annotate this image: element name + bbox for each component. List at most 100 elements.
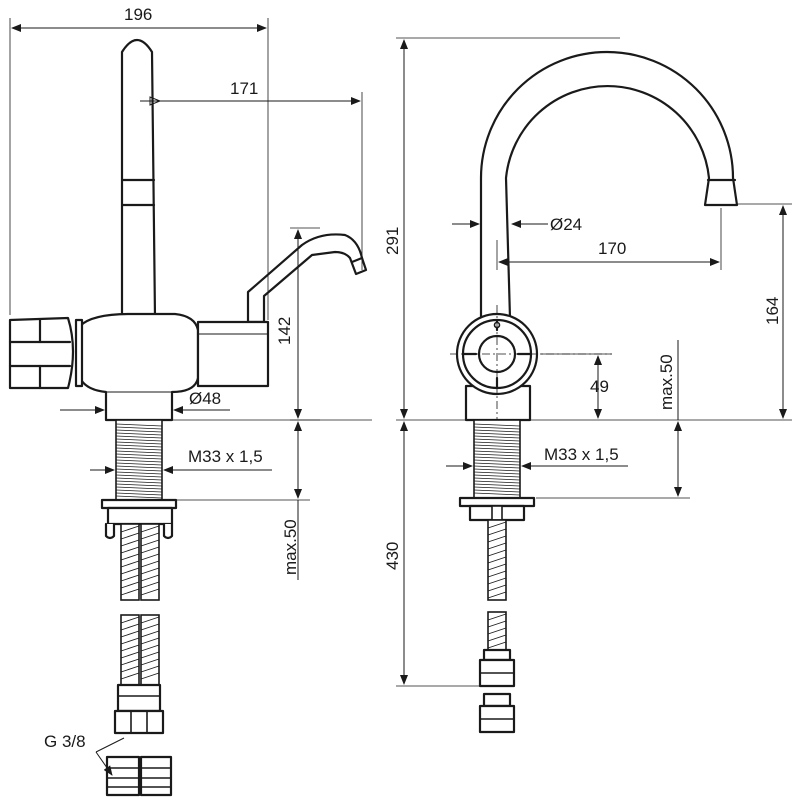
thread-line [473, 429, 521, 433]
hose-braid-line [487, 591, 507, 599]
hose-braid-line [120, 665, 140, 673]
hose-braid-line [140, 658, 160, 666]
thread-line [115, 471, 163, 475]
thread-line [115, 450, 163, 454]
hose-braid-line [120, 539, 140, 547]
dim-g38: G 3/8 [44, 732, 86, 751]
dim-430: 430 [383, 542, 402, 570]
thread-line [115, 465, 163, 469]
side-dimensions [9, 18, 372, 776]
hose-braid-line [487, 634, 507, 642]
hose-braid-line [140, 567, 160, 575]
hose-braid-line [140, 630, 160, 638]
hose-braid-line [120, 546, 140, 554]
hose-braid-line [120, 637, 140, 645]
side-mounting-nut [100, 498, 178, 540]
hose-braid-line [487, 556, 507, 564]
hose-braid-line [487, 584, 507, 592]
hose-braid-line [120, 616, 140, 624]
side-view: 196 171 142 Ø48 M33 x 1,5 max.50 G 3/8 [8, 5, 372, 797]
front-dimensions [396, 37, 792, 687]
thread-line [473, 444, 521, 448]
thread-line [115, 453, 163, 457]
front-view: 291 Ø24 170 164 49 max.50 M33 x 1,5 430 [383, 37, 792, 734]
front-body [450, 305, 612, 422]
dim-171: 171 [230, 79, 258, 98]
thread-line [115, 486, 163, 490]
thread-line [115, 459, 163, 463]
hose-braid-line [120, 560, 140, 568]
side-supply-hoses [113, 523, 165, 735]
hose-braid-line [487, 542, 507, 550]
thread-line [473, 474, 521, 478]
thread-line [473, 462, 521, 466]
thread-line [115, 441, 163, 445]
thread-line [473, 438, 521, 442]
thread-line [115, 429, 163, 433]
hose-braid-line [140, 665, 160, 673]
dim-d48: Ø48 [189, 389, 221, 408]
hose-braid-line [120, 644, 140, 652]
thread-line [473, 450, 521, 454]
dim-max50-side: max.50 [281, 519, 300, 575]
front-mounting-nut [458, 496, 536, 522]
front-dimension-labels: 291 Ø24 170 164 49 max.50 M33 x 1,5 430 [383, 215, 782, 570]
hose-braid-line [140, 672, 160, 680]
dim-m33-front: M33 x 1,5 [544, 445, 619, 464]
thread-line [115, 432, 163, 436]
hose-braid-line [487, 627, 507, 635]
thread-line [473, 453, 521, 457]
thread-line [473, 492, 521, 496]
hose-braid-line [140, 539, 160, 547]
thread-line [115, 474, 163, 478]
thread-line [115, 456, 163, 460]
hose-braid-line [120, 574, 140, 582]
hose-braid-line [140, 588, 160, 596]
thread-line [473, 471, 521, 475]
hose-braid-line [487, 563, 507, 571]
front-threaded-shank [473, 419, 521, 499]
hose-braid-line [487, 577, 507, 585]
hose-braid-line [120, 630, 140, 638]
hose-braid-line [120, 567, 140, 575]
thread-line [115, 423, 163, 427]
side-lever-handle [246, 233, 368, 324]
thread-line [115, 492, 163, 496]
hose-braid-line [140, 637, 160, 645]
hose-braid-line [140, 623, 160, 631]
hose-braid-line [140, 525, 160, 533]
front-gooseneck-spout [479, 50, 739, 320]
thread-line [115, 468, 163, 472]
thread-line [115, 435, 163, 439]
dim-291: 291 [383, 227, 402, 255]
hose-braid-line [140, 553, 160, 561]
hose-braid-line [140, 616, 160, 624]
thread-line [115, 462, 163, 466]
hose-braid-line [140, 644, 160, 652]
thread-line [473, 432, 521, 436]
hose-braid-line [120, 588, 140, 596]
thread-line [473, 483, 521, 487]
thread-line [473, 486, 521, 490]
thread-line [115, 426, 163, 430]
thread-line [115, 444, 163, 448]
dim-164: 164 [763, 297, 782, 325]
hose-braid-line [487, 620, 507, 628]
dim-max50-front: max.50 [657, 354, 676, 410]
thread-line [473, 441, 521, 445]
hose-braid-line [120, 532, 140, 540]
thread-line [473, 489, 521, 493]
thread-line [115, 447, 163, 451]
hose-braid-line [120, 525, 140, 533]
hose-braid-line [120, 672, 140, 680]
hose-braid-line [487, 535, 507, 543]
side-spout-pipe [120, 38, 157, 320]
hose-braid-line [487, 641, 507, 649]
thread-line [473, 435, 521, 439]
hose-braid-line [140, 546, 160, 554]
side-body [8, 312, 270, 422]
front-connector-nut [478, 692, 516, 734]
dim-196: 196 [124, 5, 152, 24]
thread-line [473, 468, 521, 472]
